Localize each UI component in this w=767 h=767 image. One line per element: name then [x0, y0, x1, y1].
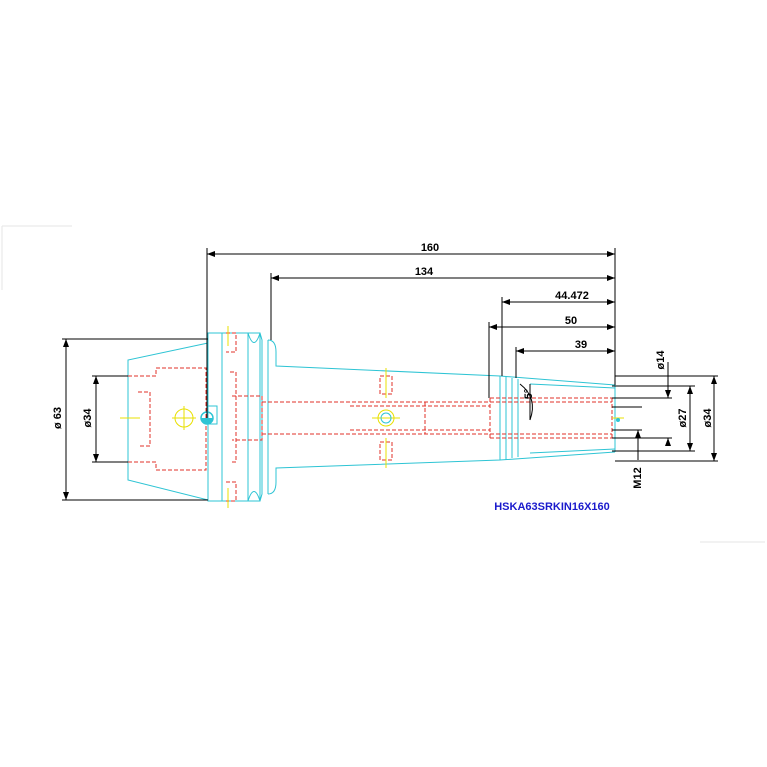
dim-taper-length-1: 44.472 [555, 290, 589, 302]
dim-hsk-diameter: ø34 [82, 408, 94, 428]
dim-overall-length: 160 [421, 242, 439, 254]
dim-bore-depth: 39 [575, 339, 587, 351]
dim-flange-diameter: ø 63 [52, 407, 64, 429]
dim-thread: M12 [632, 467, 644, 488]
part-number: HSKA63SRKIN16X160 [494, 501, 610, 513]
dim-taper-length-2: 50 [565, 315, 577, 327]
dim-nose-diameter-2: ø34 [702, 408, 714, 428]
dim-shank-length: 134 [415, 266, 434, 278]
dim-taper-angle: 5° [523, 389, 535, 400]
dimension-lines [62, 248, 718, 501]
frame-corners [1, 225, 765, 543]
holder-outline [127, 332, 616, 502]
dim-bore-diameter: ø14 [655, 350, 667, 370]
reference-points [200, 411, 620, 425]
center-lines [120, 326, 624, 508]
dimension-arrows [63, 251, 717, 500]
dim-nose-diameter-1: ø27 [677, 409, 689, 428]
